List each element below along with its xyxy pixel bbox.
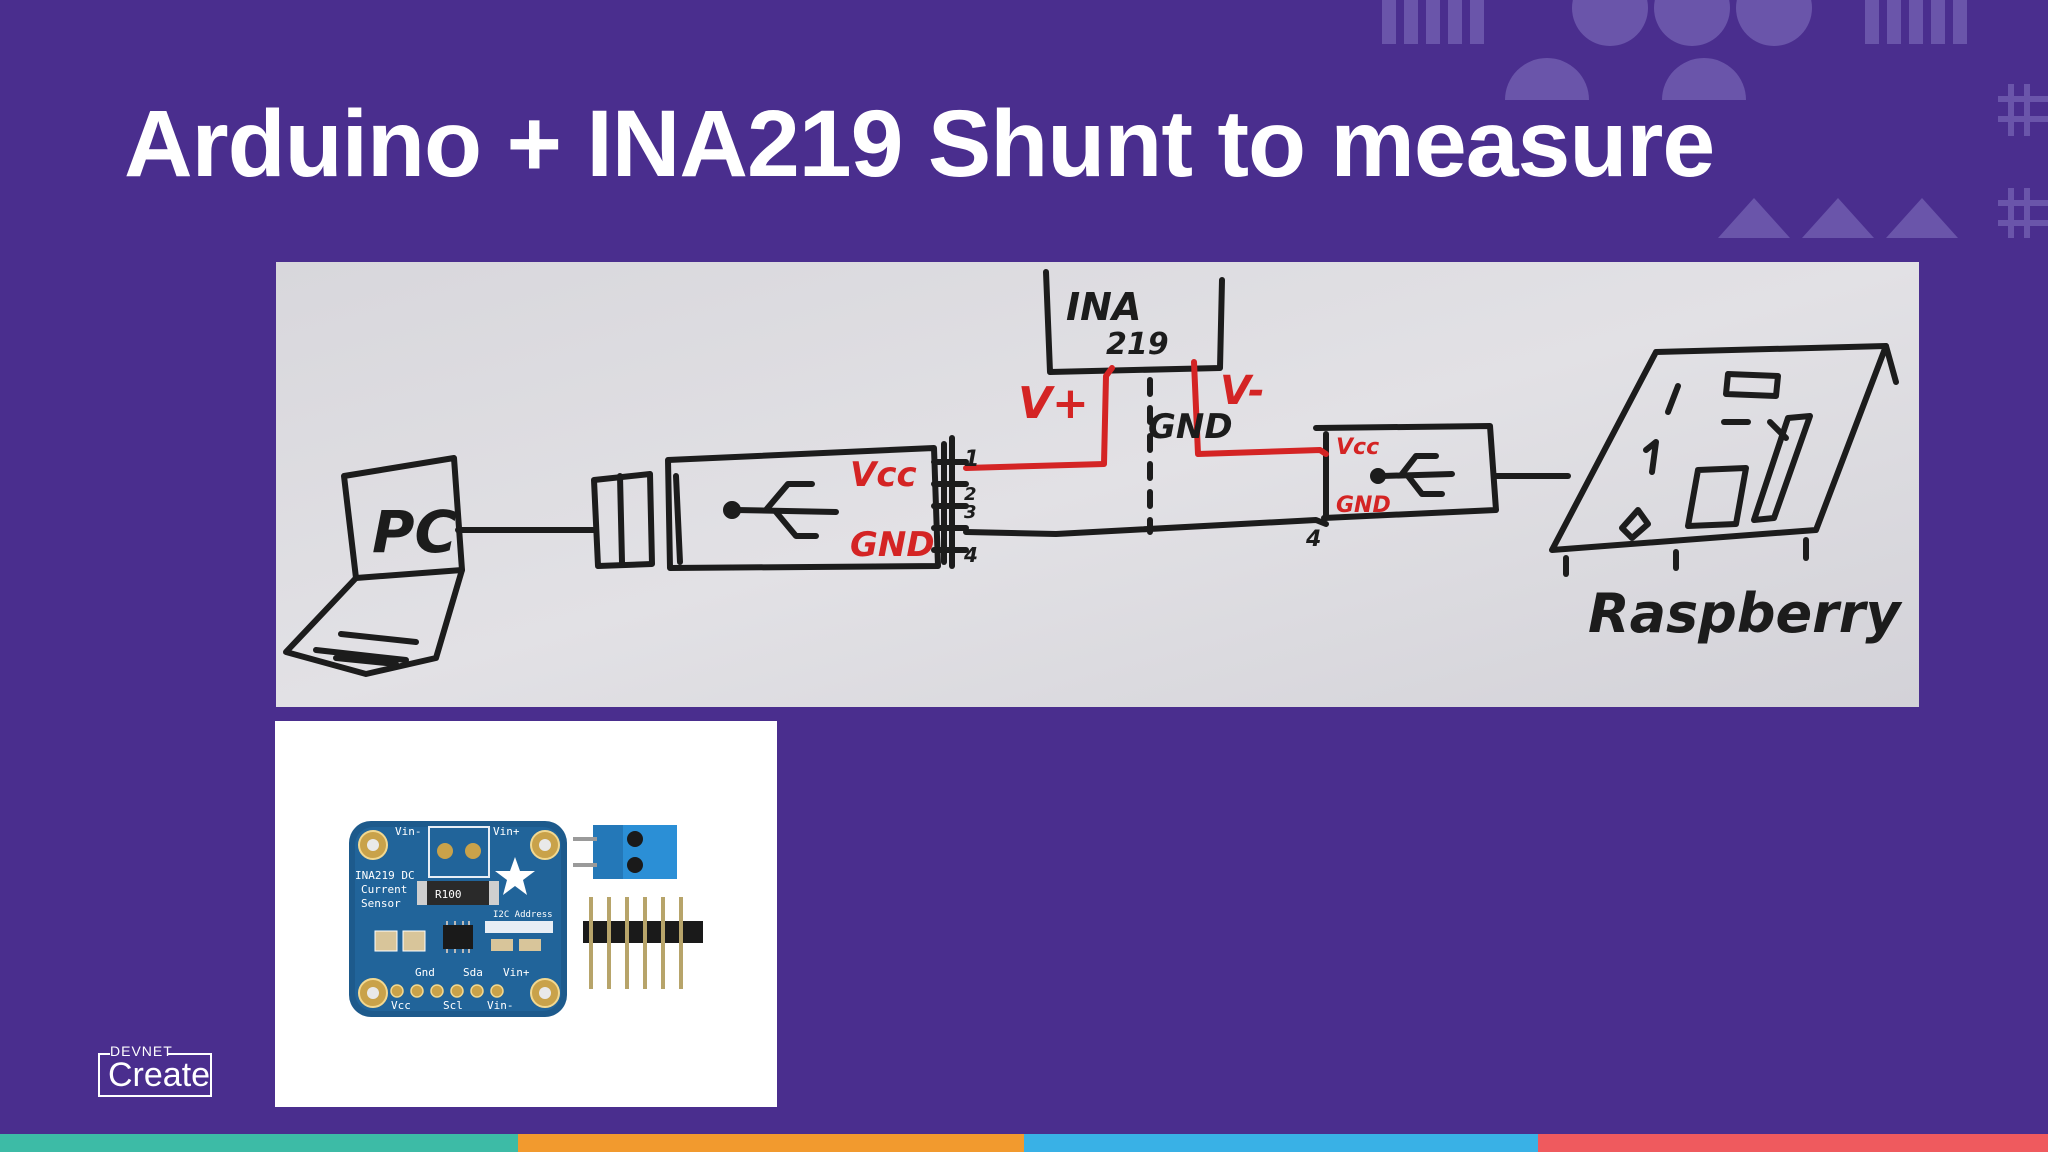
ina219-drawing — [1043, 269, 1225, 375]
silk-i2c: I2C Address — [493, 910, 553, 920]
screw-terminal — [573, 825, 677, 879]
raspberry-drawing — [1549, 343, 1899, 577]
logo-frame — [98, 1053, 212, 1097]
vplus-wire — [963, 365, 1115, 471]
bottom-bar-blue — [1024, 1134, 1538, 1152]
paper-background — [276, 262, 1919, 707]
raspberry-label: Raspberry — [1588, 582, 1903, 645]
silk-name-2: Current — [361, 883, 407, 896]
silk-vin-plus-top: Vin+ — [493, 825, 520, 838]
silk-sda: Sda — [463, 966, 483, 979]
silk-vin-minus-bottom: Vin- — [487, 999, 514, 1012]
bottom-bar-orange — [518, 1134, 1024, 1152]
vcc-right-label: Vcc — [1336, 435, 1379, 460]
vcc-left-label: Vcc — [850, 455, 917, 495]
vminus-wire — [1191, 359, 1329, 457]
pin2-label: 2 — [964, 484, 977, 505]
silk-name-3: Sensor — [361, 897, 401, 910]
gnd-right-label: GND — [1336, 493, 1391, 518]
ina-label: INA — [1066, 285, 1141, 329]
bottom-bar-teal — [0, 1134, 518, 1152]
vplus-label: V+ — [1018, 378, 1089, 429]
gnd-left-label: GND — [850, 525, 935, 565]
bottom-bar-red — [1538, 1134, 2048, 1152]
pin4-label: 4 — [963, 543, 978, 567]
pc-label: PC — [372, 498, 457, 566]
vminus-label: V- — [1220, 368, 1265, 414]
silk-vin-plus-bottom: Vin+ — [503, 966, 530, 979]
background-decoration — [1382, 0, 2048, 238]
pin3-label: 3 — [964, 502, 977, 523]
wiring-sketch: PC INA 219 V+ V- GND Vcc GND Vcc GND Ras… — [276, 262, 1919, 707]
slide-title: Arduino + INA219 Shunt to measure — [124, 91, 1715, 197]
silk-gnd: Gnd — [415, 966, 435, 979]
silk-resistor: R100 — [435, 888, 462, 901]
ina-number-label: 219 — [1106, 327, 1169, 362]
gnd-middle-label: GND — [1148, 407, 1233, 447]
logo-create-text: Create — [108, 1056, 211, 1094]
silk-vcc: Vcc — [391, 999, 411, 1012]
silk-scl: Scl — [443, 999, 463, 1012]
logo-devnet-text: DEVNET — [110, 1043, 173, 1059]
silk-vin-minus-top: Vin- — [395, 825, 422, 838]
pin1-label: 1 — [964, 447, 979, 472]
pin4-right-label: 4 — [1305, 527, 1321, 552]
ina219-board-drawing: Vin- Vin+ INA219 DC Current Sensor R100 … — [349, 821, 703, 1017]
pin-header — [583, 897, 703, 989]
silk-name-1: INA219 DC — [355, 869, 415, 882]
arduino-drawing — [665, 445, 941, 571]
laptop-drawing — [283, 455, 465, 677]
devnet-create-logo: DEVNET Create — [98, 1043, 216, 1098]
ina219-board-photo: Vin- Vin+ INA219 DC Current Sensor R100 … — [275, 721, 777, 1107]
